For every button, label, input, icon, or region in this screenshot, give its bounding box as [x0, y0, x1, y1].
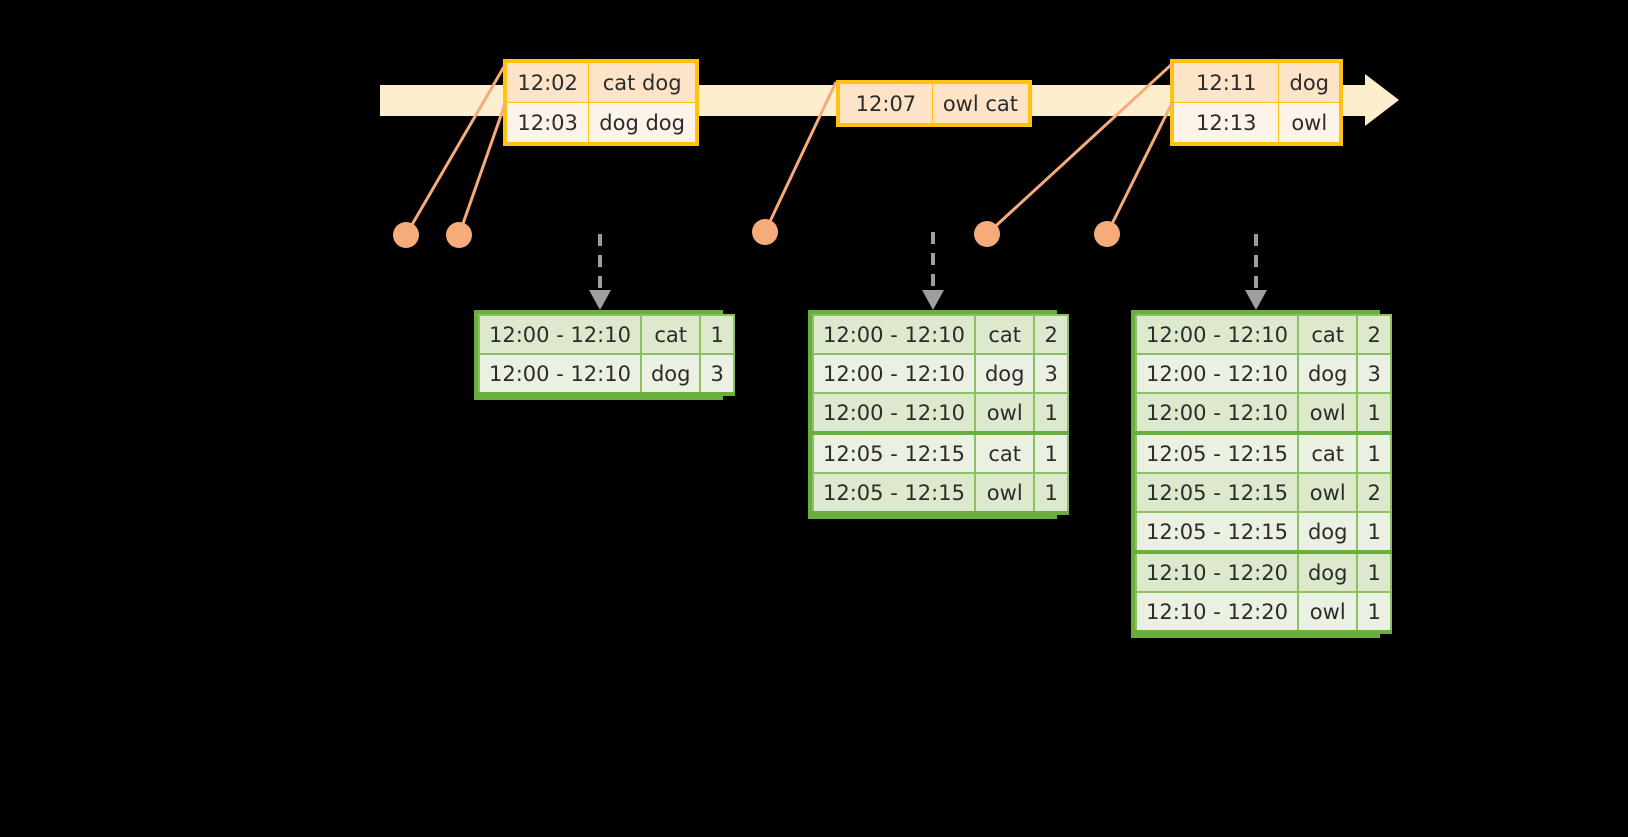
result-window: 12:10 - 12:20	[1135, 551, 1299, 593]
result-key: owl	[1296, 392, 1359, 435]
result-key: dog	[639, 353, 702, 396]
result-key: cat	[973, 314, 1036, 355]
result-count: 3	[699, 353, 735, 396]
result-key: cat	[1296, 432, 1359, 474]
connector-dot-1[interactable]	[393, 222, 419, 248]
event-row[interactable]: 12:03 dog dog	[505, 102, 696, 143]
connector-dot-4[interactable]	[974, 221, 1000, 247]
event-time: 12:07	[839, 83, 933, 124]
result-window: 12:00 - 12:10	[1135, 314, 1299, 355]
result-window: 12:05 - 12:15	[812, 432, 976, 474]
event-group-3[interactable]: 12:11 dog 12:13 owl	[1170, 59, 1343, 146]
event-words: owl cat	[931, 83, 1030, 124]
result-count: 1	[1033, 392, 1069, 435]
event-row[interactable]: 12:11 dog	[1172, 62, 1340, 103]
event-group-2[interactable]: 12:07 owl cat	[836, 80, 1032, 127]
result-count: 1	[1356, 392, 1392, 435]
result-count: 1	[1033, 432, 1069, 474]
result-window: 12:00 - 12:10	[1135, 353, 1299, 394]
result-count: 1	[699, 314, 735, 355]
event-time: 12:02	[505, 62, 590, 103]
result-window: 12:05 - 12:15	[812, 472, 976, 515]
result-key: dog	[1296, 511, 1359, 554]
event-words: dog	[1278, 62, 1340, 103]
result-key: owl	[973, 472, 1036, 515]
result-window: 12:00 - 12:10	[478, 353, 642, 396]
dashed-arrow-1-head	[589, 290, 611, 310]
dashed-arrow-2-head	[922, 290, 944, 310]
connector-dot-5[interactable]	[1094, 221, 1120, 247]
dashed-arrow-3-head	[1245, 290, 1267, 310]
result-count: 1	[1356, 591, 1392, 634]
connector-dot-3[interactable]	[752, 219, 778, 245]
result-count: 3	[1356, 353, 1392, 394]
result-key: dog	[1296, 353, 1359, 394]
result-window: 12:10 - 12:20	[1135, 591, 1299, 634]
event-time: 12:11	[1172, 62, 1280, 103]
result-window: 12:05 - 12:15	[1135, 472, 1299, 513]
connector-line-2	[457, 103, 507, 236]
result-count: 1	[1356, 432, 1392, 474]
event-words: owl	[1278, 102, 1340, 143]
result-window: 12:00 - 12:10	[812, 353, 976, 394]
dashed-arrow-group	[589, 232, 1267, 310]
result-count: 2	[1356, 472, 1392, 513]
result-key: cat	[973, 432, 1036, 474]
result-count: 1	[1033, 472, 1069, 515]
event-row[interactable]: 12:02 cat dog	[505, 62, 696, 103]
result-window: 12:00 - 12:10	[812, 392, 976, 435]
result-window: 12:05 - 12:15	[1135, 432, 1299, 474]
event-words: dog dog	[588, 102, 696, 143]
connector-dot-2[interactable]	[446, 222, 472, 248]
result-key: cat	[1296, 314, 1359, 355]
result-window: 12:00 - 12:10	[812, 314, 976, 355]
event-words: cat dog	[588, 62, 696, 103]
connector-line-5	[1105, 102, 1174, 235]
result-window: 12:05 - 12:15	[1135, 511, 1299, 554]
result-count: 2	[1033, 314, 1069, 355]
result-window: 12:00 - 12:10	[1135, 392, 1299, 435]
result-key: dog	[1296, 551, 1359, 593]
result-count: 1	[1356, 551, 1392, 593]
event-row[interactable]: 12:13 owl	[1172, 102, 1340, 143]
event-row[interactable]: 12:07 owl cat	[839, 83, 1030, 124]
result-count: 2	[1356, 314, 1392, 355]
result-key: owl	[1296, 591, 1359, 634]
result-count: 1	[1356, 511, 1392, 554]
event-time: 12:03	[505, 102, 590, 143]
timeline-arrowhead	[1365, 74, 1399, 126]
event-time: 12:13	[1172, 102, 1280, 143]
result-window: 12:00 - 12:10	[478, 314, 642, 355]
result-count: 3	[1033, 353, 1069, 394]
result-key: dog	[973, 353, 1036, 394]
result-key: owl	[1296, 472, 1359, 513]
result-key: owl	[973, 392, 1036, 435]
event-group-1[interactable]: 12:02 cat dog 12:03 dog dog	[503, 59, 699, 146]
result-key: cat	[639, 314, 702, 355]
